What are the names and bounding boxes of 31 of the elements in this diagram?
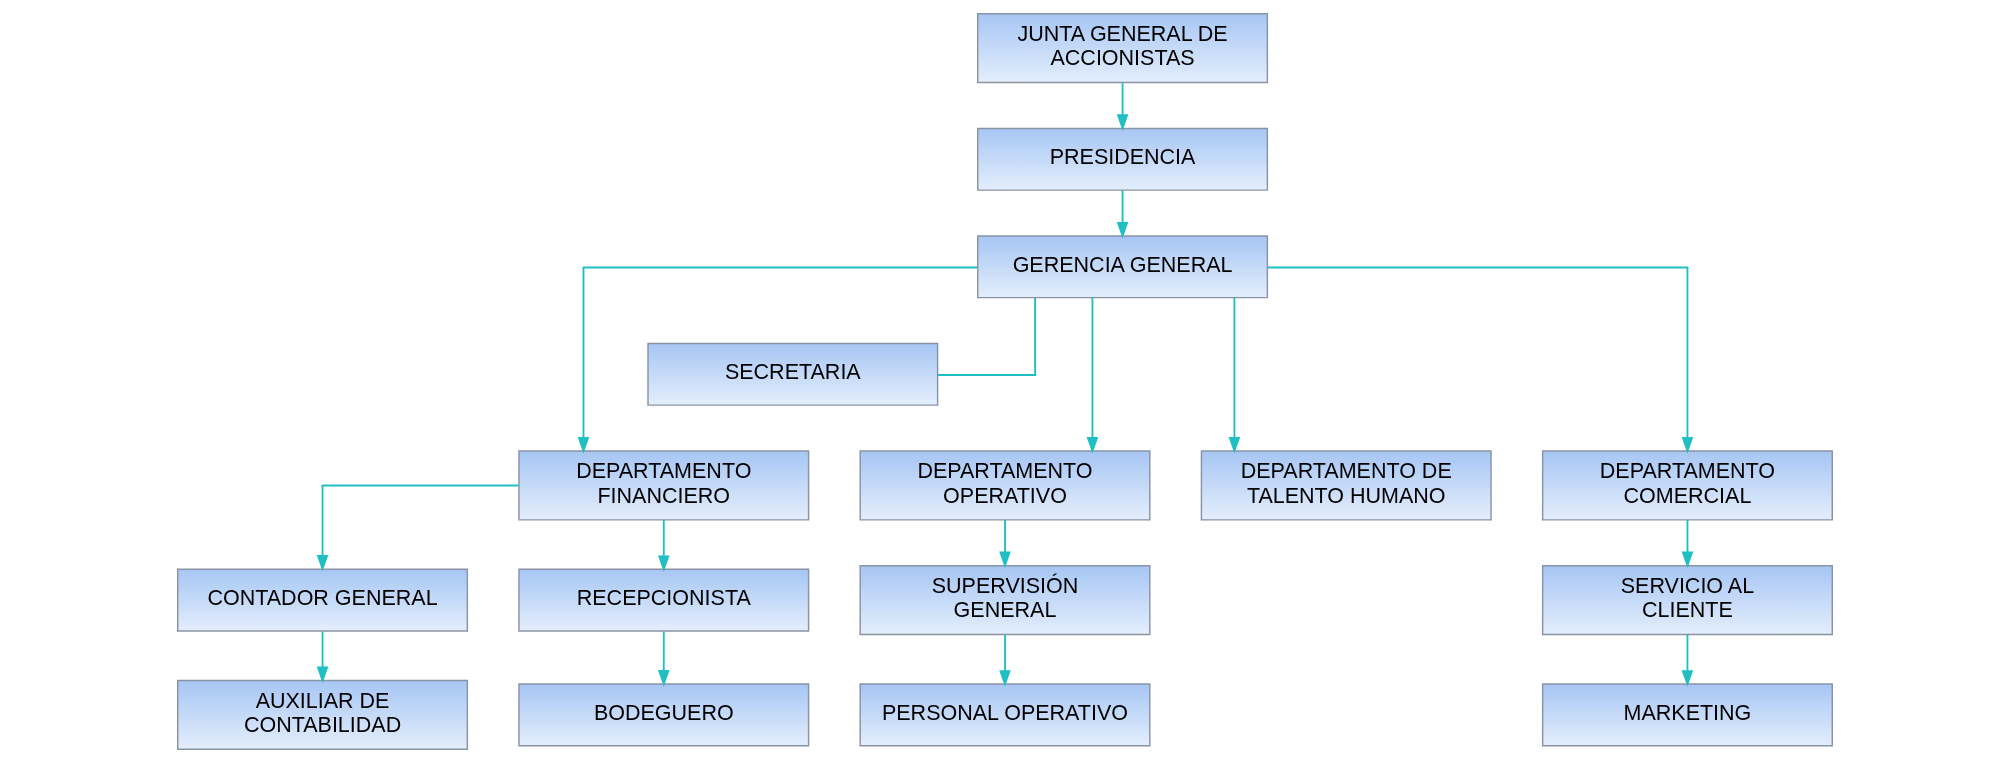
node-box: DEPARTAMENTO OPERATIVO xyxy=(858,450,1151,521)
node-box: SERVICIO AL CLIENTE xyxy=(1541,565,1833,636)
arrow xyxy=(316,630,328,684)
node-box: RECEPCIONISTA xyxy=(517,568,809,632)
node-box: AUXILIAR DE CONTABILIDAD xyxy=(176,679,468,750)
arrow xyxy=(1116,189,1128,239)
node-box: CONTADOR GENERAL xyxy=(176,568,468,632)
arrow xyxy=(1681,633,1693,687)
node-box: SUPERVISIÓN GENERAL xyxy=(858,565,1151,636)
node-box: PRESIDENCIA xyxy=(976,127,1268,191)
node-box: MARKETING xyxy=(1541,683,1833,747)
node-box: PERSONAL OPERATIVO xyxy=(858,683,1151,747)
arrow xyxy=(1266,266,1693,454)
node-box: DEPARTAMENTO COMERCIAL xyxy=(1541,450,1833,521)
node-box: GERENCIA GENERAL xyxy=(976,235,1268,299)
node-box: BODEGUERO xyxy=(517,683,809,747)
arrow xyxy=(998,518,1011,569)
arrow xyxy=(657,518,670,573)
arrow xyxy=(657,630,670,687)
arrow xyxy=(1086,296,1098,454)
arrow xyxy=(1116,81,1128,131)
connector xyxy=(936,297,1036,376)
node-box: DEPARTAMENTO DE TALENTO HUMANO xyxy=(1200,450,1492,521)
arrow xyxy=(1228,296,1240,454)
arrow xyxy=(1681,518,1693,569)
arrow xyxy=(316,484,519,572)
node-box: JUNTA GENERAL DE ACCIONISTAS xyxy=(976,13,1268,84)
node-box: SECRETARIA xyxy=(646,342,938,406)
arrow xyxy=(577,266,978,454)
arrow xyxy=(998,633,1011,687)
node-box: DEPARTAMENTO FINANCIERO xyxy=(517,450,809,521)
